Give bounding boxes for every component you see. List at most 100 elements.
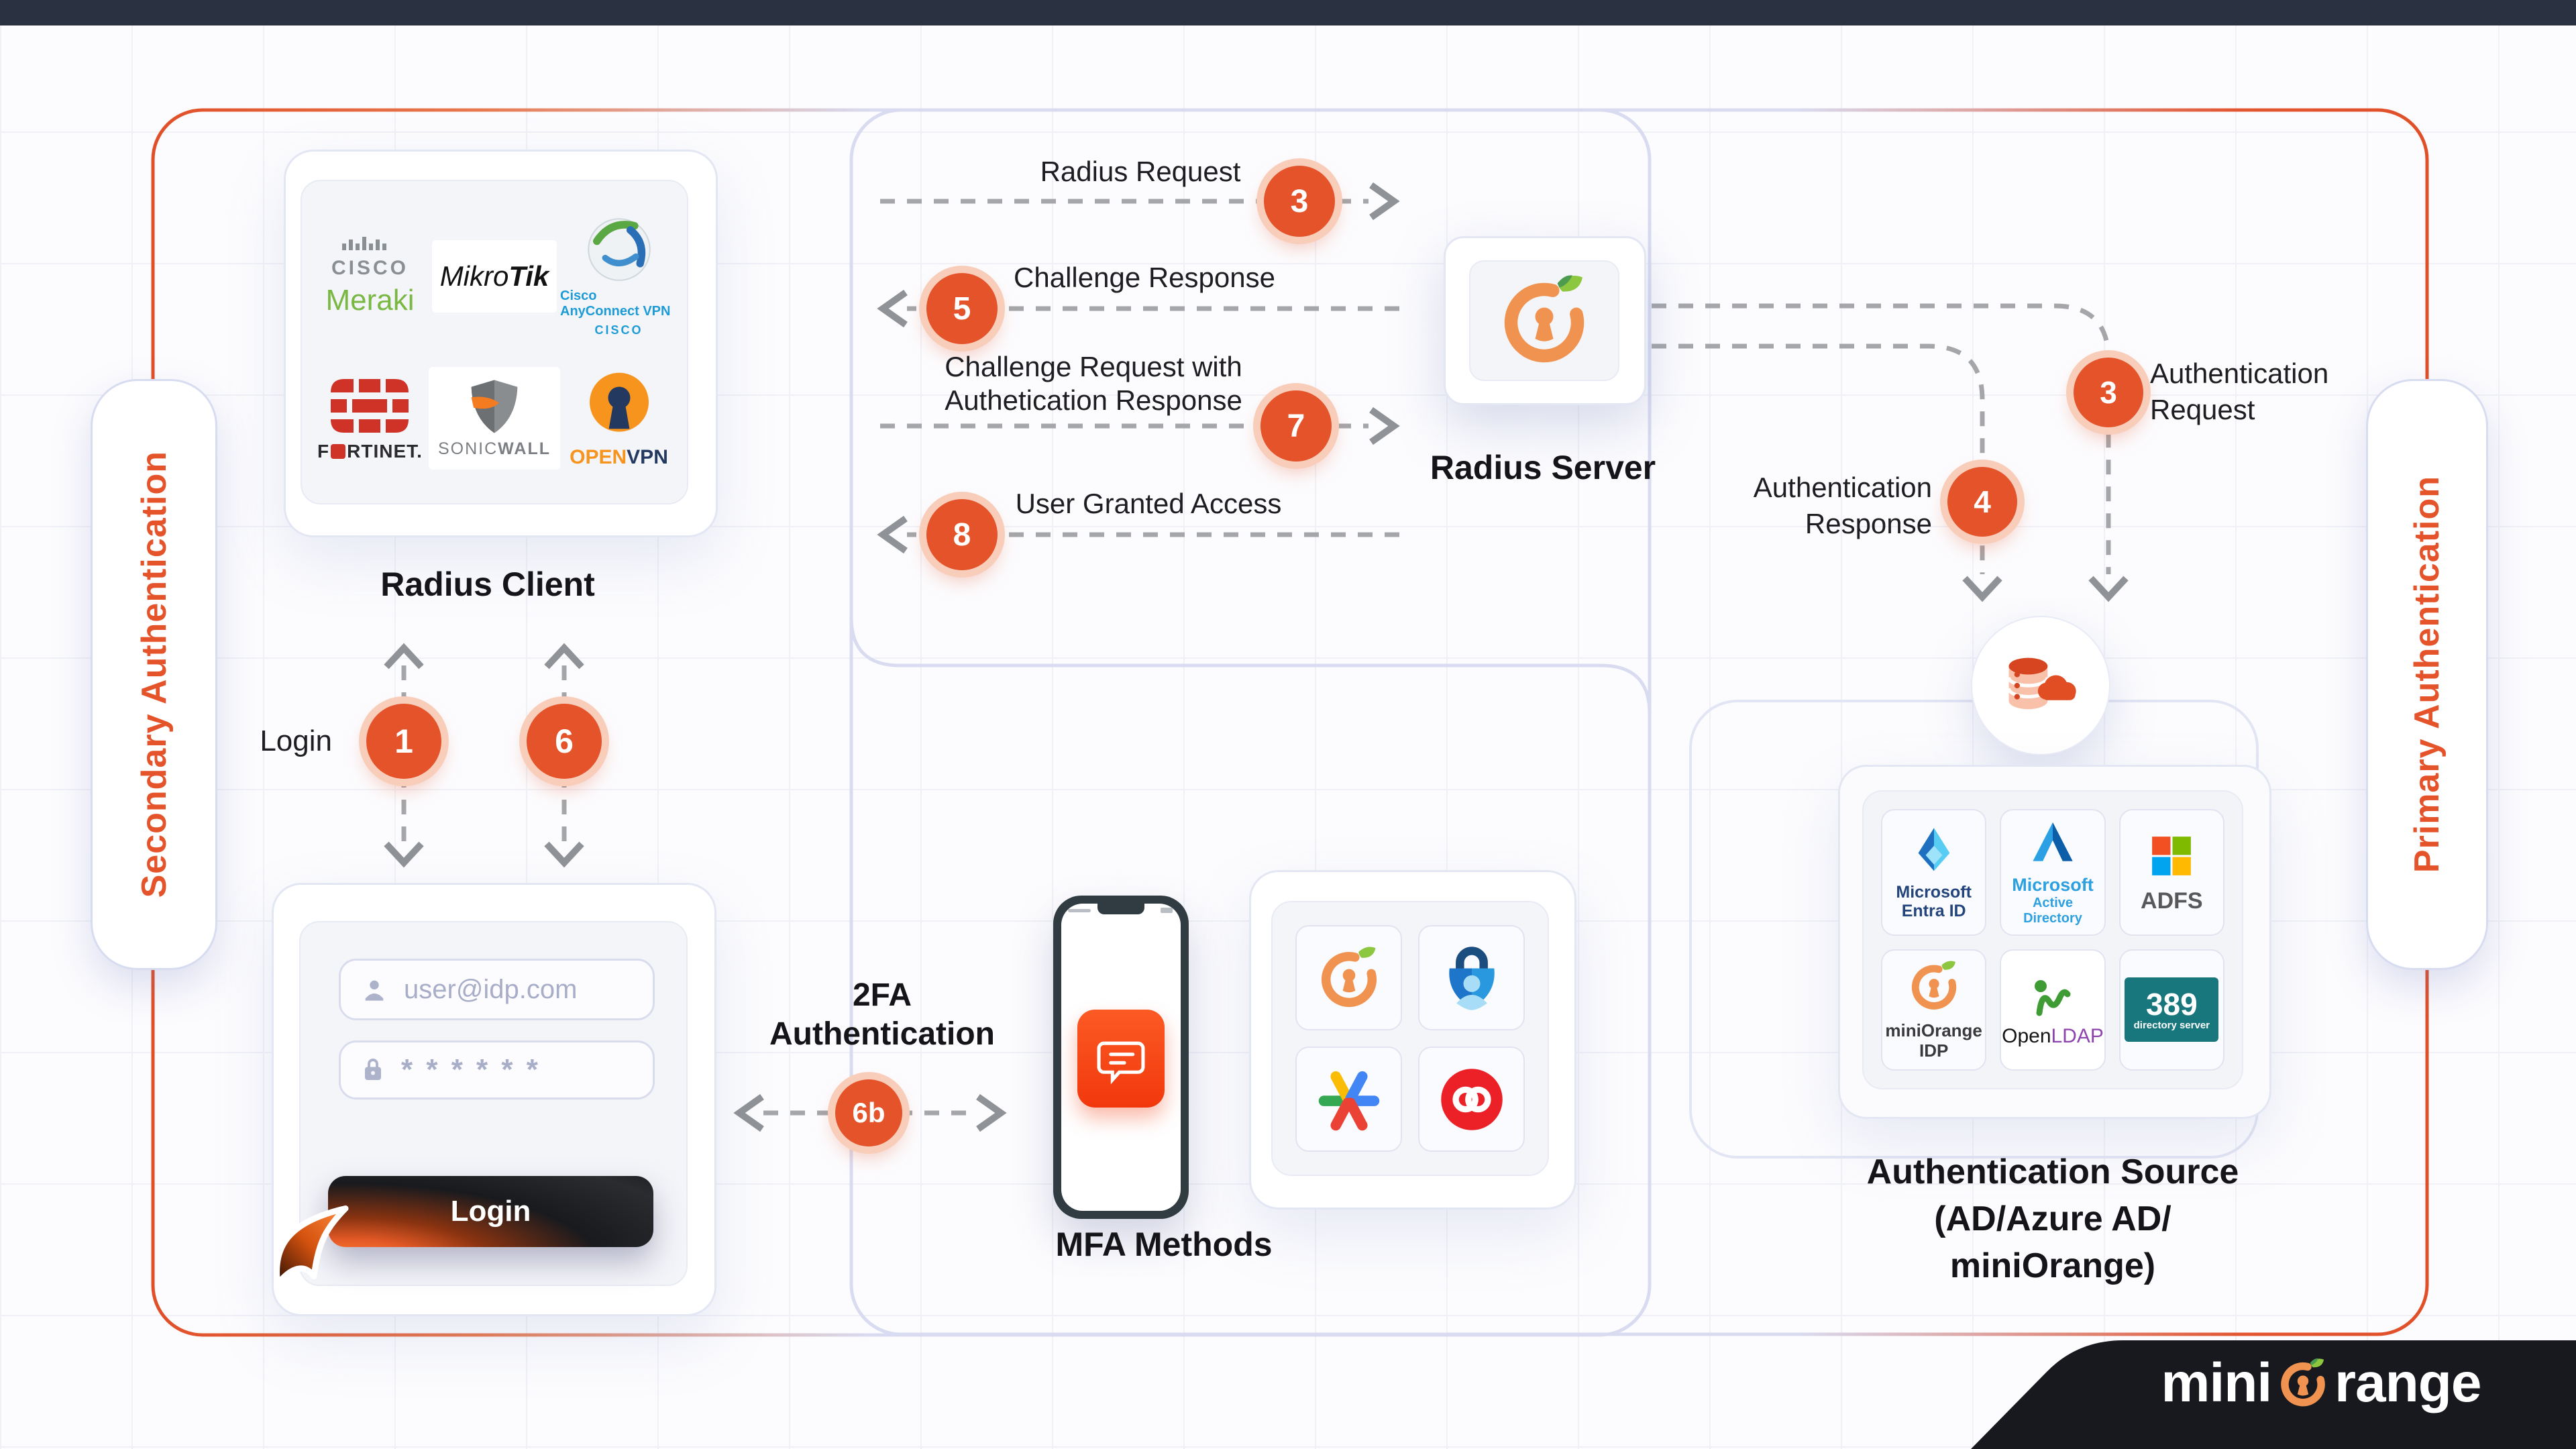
badge-7: 7 — [1260, 390, 1332, 462]
chat-bubble-icon — [1097, 1041, 1145, 1084]
directory-circle — [1971, 616, 2110, 755]
tile-389-directory: 389 directory server — [2118, 949, 2224, 1071]
user-icon — [365, 980, 384, 1001]
fortinet-grid-icon — [331, 378, 409, 433]
brand-o-icon — [2281, 1358, 2325, 1407]
dashed-connectors — [401, 199, 2111, 1116]
arrow-down-icon — [384, 841, 424, 868]
tile-google-authenticator — [1295, 1046, 1402, 1152]
email-value: user@idp.com — [404, 974, 578, 1004]
flow-label-user-granted-access: User Granted Access — [1015, 488, 1282, 519]
cisco-meraki-logo: CISCO Meraki — [325, 235, 415, 317]
brand-plate — [1971, 1340, 2576, 1449]
arrow-left-icon — [877, 289, 908, 328]
google-authenticator-icon — [1318, 1071, 1379, 1130]
arrow-up-icon — [384, 643, 424, 669]
microsoft-squares-icon — [2152, 836, 2192, 875]
sms-app-icon — [1077, 1010, 1165, 1108]
389-block: 389 directory server — [2125, 977, 2219, 1042]
login-button[interactable]: Login — [328, 1176, 653, 1247]
arrow-down-icon — [2088, 576, 2129, 602]
tile-openldap: OpenLDAP — [2000, 949, 2106, 1071]
secondary-authentication-pill: Secondary Authentication — [91, 379, 217, 970]
auth-source-title: Authentication Source (AD/Azure AD/ mini… — [1866, 1152, 2239, 1285]
arrowheads — [384, 182, 2129, 1132]
openvpn-logo: OPENVPN — [570, 368, 668, 469]
flow-box-bottom-edge — [849, 616, 1652, 714]
badge-auth-request-3: 3 — [2074, 358, 2143, 427]
arrow-down-icon — [544, 841, 584, 868]
secondary-authentication-label: Secondary Authentication — [134, 451, 174, 898]
phone — [1053, 896, 1189, 1219]
openldap-worm-icon — [2034, 980, 2071, 1016]
tile-miniorange-idp: miniOrange IDP — [1881, 949, 1987, 1071]
primary-authentication-label: Primary Authentication — [2408, 476, 2447, 873]
database-cloud-icon — [2006, 657, 2076, 710]
email-field[interactable]: user@idp.com — [339, 959, 655, 1020]
auth-response-label: Authentication Response — [1753, 472, 1932, 539]
openvpn-keyhole-icon — [589, 372, 649, 432]
tile-microsoft-authenticator — [1418, 925, 1525, 1030]
radius-server-inner — [1469, 260, 1619, 381]
sonicwall-shield-icon — [471, 380, 518, 433]
radius-server-title: Radius Server — [1430, 449, 1656, 486]
auth-request-label: Authentication Request — [2150, 358, 2329, 425]
phone-battery-icon — [1161, 908, 1173, 913]
login-flow-label: Login — [260, 724, 332, 757]
arrow-right-icon — [1369, 182, 1400, 221]
arrow-left-icon — [877, 515, 908, 554]
cisco-anyconnect-logo: Cisco AnyConnect VPN CISCO — [560, 215, 678, 337]
badge-5: 5 — [926, 273, 998, 344]
sonicwall-logo: SONICWALL — [428, 367, 560, 470]
mfa-title: MFA Methods — [1055, 1226, 1273, 1263]
badge-auth-response-4: 4 — [1947, 467, 2017, 537]
cisco-bars-icon — [342, 236, 387, 250]
phone-notch — [1097, 904, 1144, 914]
ms-authenticator-icon — [1448, 946, 1495, 1010]
password-mask: * * * * * * — [401, 1053, 541, 1086]
cursor-icon — [274, 1205, 349, 1287]
tile-adfs: ADFS — [2118, 809, 2224, 936]
phone-status-dots — [1068, 909, 1091, 912]
password-field[interactable]: * * * * * * — [339, 1040, 655, 1099]
tile-authy — [1418, 1046, 1525, 1152]
badge-1: 1 — [366, 704, 441, 779]
bottom-bar — [0, 0, 2576, 25]
authy-icon — [1440, 1068, 1503, 1130]
arrow-right-icon — [1369, 407, 1400, 445]
brand-logo: mini range — [2106, 1350, 2536, 1417]
fortinet-o-icon — [331, 443, 346, 459]
brand-mini: mini — [2161, 1352, 2273, 1413]
arrow-left-icon — [733, 1093, 764, 1132]
arrow-right-icon — [976, 1093, 1007, 1132]
badge-6: 6 — [527, 704, 602, 779]
entra-id-icon — [1918, 827, 1950, 871]
twofa-label: 2FA Authentication — [769, 977, 995, 1052]
miniorange-auth-icon — [1321, 947, 1377, 1007]
radius-client-logos: CISCO Meraki MikroTik Cisco AnyConnect V… — [301, 180, 688, 504]
flow-label-challenge-request: Challenge Request with Authetication Res… — [945, 351, 1242, 416]
flow-label-radius-request: Radius Request — [1040, 156, 1241, 187]
badge-3: 3 — [1264, 166, 1335, 237]
lock-icon — [365, 1059, 381, 1080]
arrow-down-icon — [1962, 576, 2002, 602]
primary-authentication-pill: Primary Authentication — [2366, 379, 2488, 970]
anyconnect-sphere-icon — [587, 218, 651, 281]
brand-range: range — [2334, 1352, 2481, 1413]
tile-miniorange-authenticator — [1295, 925, 1402, 1030]
miniorange-server-icon — [1504, 275, 1585, 363]
mikrotik-logo: MikroTik — [431, 239, 557, 313]
phone-screen — [1061, 904, 1181, 1211]
azure-a-icon — [2033, 822, 2073, 861]
radius-client-title: Radius Client — [380, 566, 595, 603]
badge-8: 8 — [926, 499, 998, 570]
badge-6b: 6b — [835, 1079, 902, 1146]
flow-label-challenge-response: Challenge Response — [1014, 262, 1275, 293]
miniorange-idp-icon — [1911, 961, 1956, 1010]
